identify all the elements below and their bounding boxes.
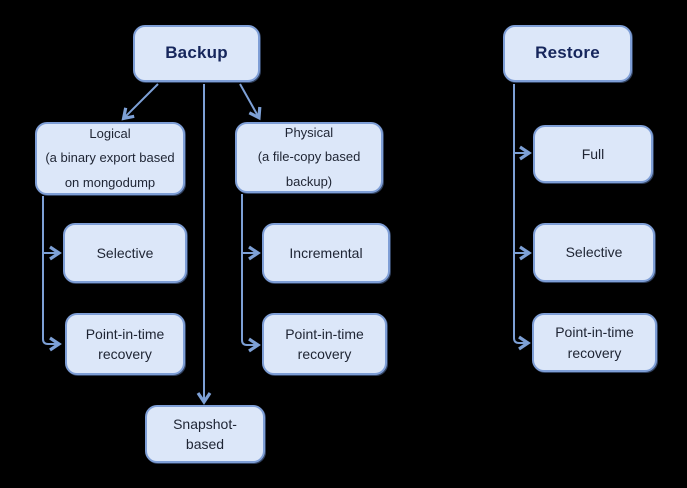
node-logical-label: Logical (a binary export based on mongod… <box>45 126 175 190</box>
node-pitr-logical-label: Point-in-time recovery <box>85 325 165 362</box>
node-selective-backup-label: Selective <box>96 244 154 261</box>
node-full: Full <box>533 125 653 183</box>
edge-logical-pitr <box>42 253 62 352</box>
node-selective-restore: Selective <box>533 223 655 282</box>
node-snapshot-based-label: Snapshot- based <box>173 415 237 452</box>
node-selective-restore-label: Selective <box>565 244 623 261</box>
node-selective-backup: Selective <box>63 223 187 283</box>
node-restore-label: Restore <box>535 43 600 63</box>
node-pitr-restore-label: Point-in-time recovery <box>555 324 634 361</box>
node-pitr-physical-label: Point-in-time recovery <box>285 325 364 362</box>
edge-physical-incremental <box>241 194 261 261</box>
node-pitr-logical: Point-in-time recovery <box>65 313 185 375</box>
edge-restore-selective <box>513 153 532 261</box>
node-logical: Logical (a binary export based on mongod… <box>35 122 185 195</box>
node-incremental-label: Incremental <box>289 244 363 261</box>
node-pitr-physical: Point-in-time recovery <box>262 313 387 375</box>
edge-backup-logical <box>121 83 159 121</box>
edge-physical-pitr <box>241 253 261 353</box>
node-physical-label: Physical (a file-copy based backup) <box>257 125 361 189</box>
edge-restore-pitr <box>513 253 531 351</box>
edge-logical-selective <box>42 196 62 261</box>
edge-backup-physical <box>239 83 262 121</box>
node-restore: Restore <box>503 25 632 82</box>
node-snapshot-based: Snapshot- based <box>145 405 265 463</box>
node-backup-label: Backup <box>165 43 228 63</box>
edge-restore-full <box>513 84 532 161</box>
node-pitr-restore: Point-in-time recovery <box>532 313 657 372</box>
node-physical: Physical (a file-copy based backup) <box>235 122 383 193</box>
node-incremental: Incremental <box>262 223 390 283</box>
node-backup: Backup <box>133 25 260 82</box>
node-full-label: Full <box>581 145 605 162</box>
